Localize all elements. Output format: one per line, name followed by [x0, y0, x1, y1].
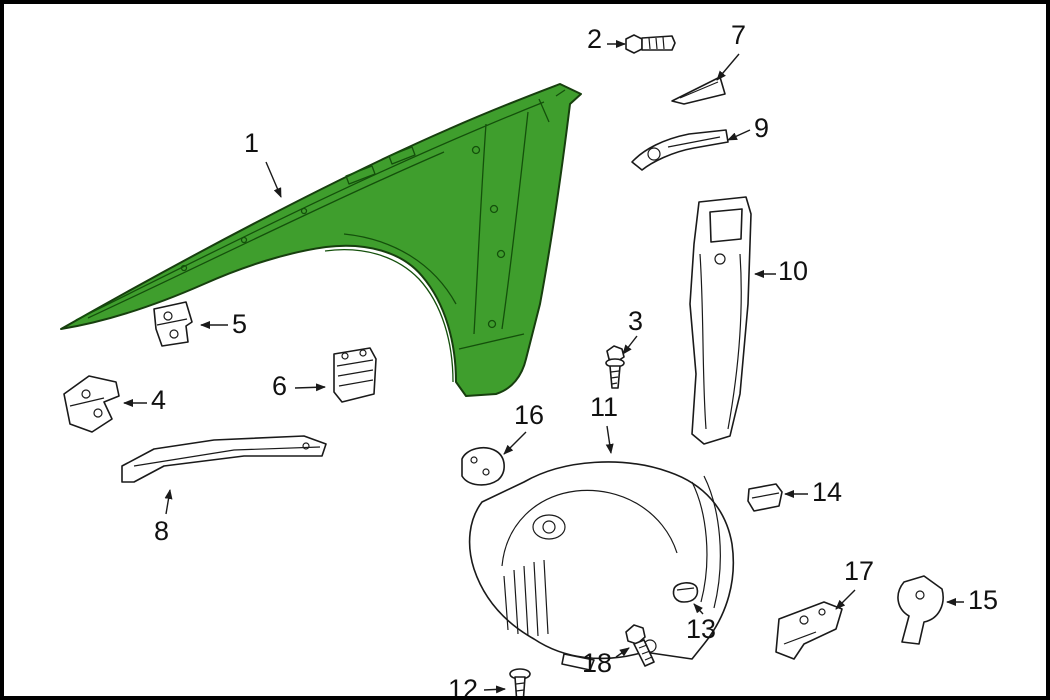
part-13-grommet — [672, 582, 699, 603]
part-17-bracket — [775, 601, 843, 660]
part-9-support-bracket — [631, 129, 729, 171]
callout-arrows — [123, 40, 964, 694]
part-5-bracket — [153, 301, 193, 347]
callout-label-9: 9 — [754, 113, 770, 143]
callout-label-5: 5 — [232, 309, 248, 339]
part-18-bolt — [625, 624, 655, 667]
part-4-bracket — [63, 375, 120, 433]
callout-label-8: 8 — [154, 516, 170, 546]
part-3-bolt — [605, 345, 625, 389]
part-15-hook-bracket — [897, 575, 944, 645]
callout-label-15: 15 — [968, 585, 999, 615]
part-2-bolt — [625, 34, 676, 54]
part-7-shim-plate — [671, 76, 726, 105]
diagram-linework — [60, 34, 964, 696]
callout-label-2: 2 — [587, 24, 603, 54]
callout-label-12: 12 — [448, 674, 479, 700]
callout-label-13: 13 — [686, 614, 717, 644]
callout-label-16: 16 — [514, 400, 545, 430]
part-16-round-plate — [461, 447, 505, 486]
callout-label-18: 18 — [582, 648, 613, 678]
callout-label-3: 3 — [628, 306, 644, 336]
part-12-screw — [509, 668, 531, 696]
callout-label-14: 14 — [812, 477, 843, 507]
part-10-side-panel — [689, 196, 752, 445]
part-1-front-fender — [60, 83, 582, 397]
callout-label-11: 11 — [590, 392, 619, 422]
part-14-clip — [747, 483, 783, 512]
callout-label-10: 10 — [778, 256, 809, 286]
part-6-mounting-bracket — [333, 347, 377, 403]
callout-label-17: 17 — [844, 556, 875, 586]
callout-label-7: 7 — [731, 20, 747, 50]
part-11-wheelhouse-liner — [468, 461, 735, 671]
callout-label-6: 6 — [272, 371, 288, 401]
callout-label-4: 4 — [151, 385, 167, 415]
callout-label-1: 1 — [244, 128, 260, 158]
part-8-lower-rail — [121, 435, 327, 483]
